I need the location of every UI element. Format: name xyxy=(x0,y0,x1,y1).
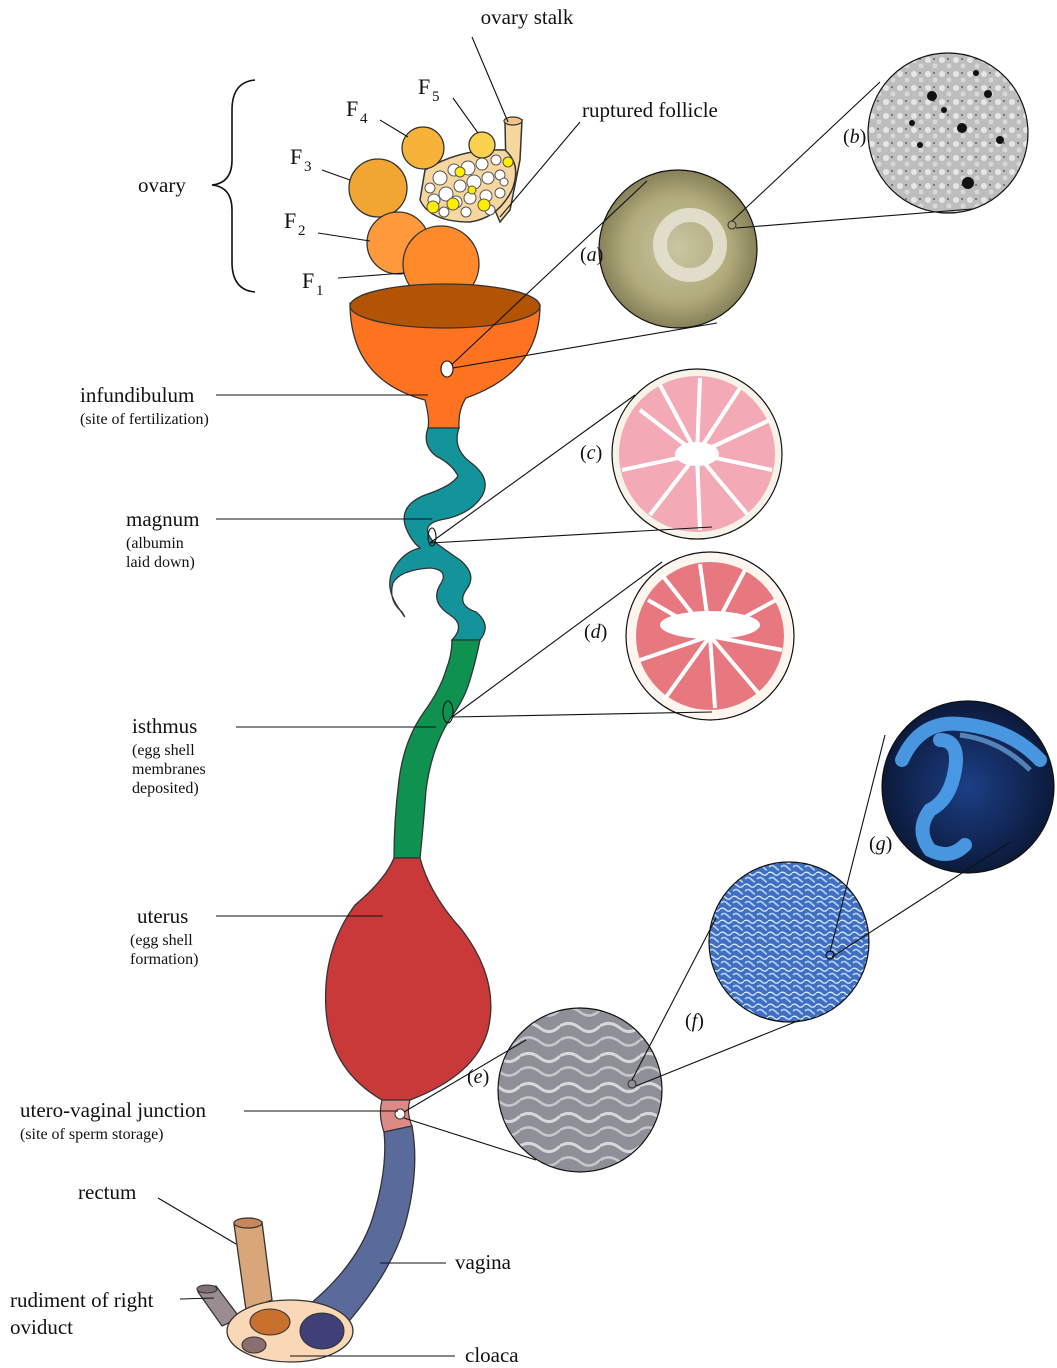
label-uvj-note: (site of sperm storage) xyxy=(20,1126,164,1143)
label-isthmus-note-2: membranes xyxy=(132,761,206,778)
panel-label-a: (a) xyxy=(580,244,603,266)
panel-label-g: (g) xyxy=(869,833,892,855)
label-magnum: magnum xyxy=(126,507,200,531)
label-cloaca: cloaca xyxy=(465,1343,519,1363)
panel-label-e: (e) xyxy=(467,1066,489,1088)
label-vagina: vagina xyxy=(455,1250,512,1274)
label-f1: F xyxy=(302,268,314,293)
label-infundibulum: infundibulum xyxy=(80,383,194,407)
panel-label-d: (d) xyxy=(584,621,607,643)
panel-label-b: (b) xyxy=(843,126,866,148)
label-f1-sub: 1 xyxy=(316,283,324,299)
label-magnum-note-2: laid down) xyxy=(126,554,195,571)
label-ovary: ovary xyxy=(138,173,186,197)
panel-e xyxy=(498,1008,662,1172)
label-isthmus-note-3: deposited) xyxy=(132,780,199,797)
label-f3-sub: 3 xyxy=(304,159,312,175)
label-f5-sub: 5 xyxy=(432,89,440,105)
panel-a xyxy=(599,170,757,328)
label-uterus-note-1: (egg shell xyxy=(130,932,193,949)
uterus-shape xyxy=(326,858,491,1100)
follicle-f5 xyxy=(469,132,495,158)
label-uterus-note-2: formation) xyxy=(130,951,198,968)
panel-g xyxy=(882,701,1054,873)
label-uterus: uterus xyxy=(137,904,188,928)
panel-d xyxy=(626,552,794,720)
infundibulum-shape xyxy=(350,284,540,428)
label-f4-sub: 4 xyxy=(360,111,368,127)
label-f2-sub: 2 xyxy=(298,223,306,239)
label-isthmus: isthmus xyxy=(132,714,197,738)
follicle-f3 xyxy=(349,159,407,217)
label-f5: F xyxy=(418,74,430,99)
label-f2: F xyxy=(284,208,296,233)
label-isthmus-note-1: (egg shell xyxy=(132,742,195,759)
label-f3: F xyxy=(290,144,302,169)
label-ovary-stalk: ovary stalk xyxy=(481,5,574,29)
vagina-shape xyxy=(300,1126,415,1320)
label-rudiment-1: rudiment of right xyxy=(10,1288,154,1312)
ovary-brace xyxy=(212,80,255,292)
label-f4: F xyxy=(346,96,358,121)
panel-label-f: (f) xyxy=(685,1010,704,1032)
panel-c xyxy=(612,369,782,539)
isthmus-shape xyxy=(394,640,480,858)
label-rectum: rectum xyxy=(78,1180,136,1204)
label-magnum-note-1: (albumin xyxy=(126,535,184,552)
label-rudiment-2: oviduct xyxy=(10,1315,73,1339)
panel-f xyxy=(709,862,869,1022)
panel-label-c: (c) xyxy=(580,442,602,464)
label-infundibulum-note: (site of fertilization) xyxy=(80,411,209,428)
follicle-f4 xyxy=(402,127,444,169)
label-uvj: utero-vaginal junction xyxy=(20,1098,207,1122)
cloaca-shape xyxy=(227,1300,353,1362)
magnum-shape xyxy=(390,428,485,640)
label-ruptured-follicle: ruptured follicle xyxy=(582,98,718,122)
panel-b xyxy=(868,53,1028,213)
rectum-shape xyxy=(234,1222,272,1310)
